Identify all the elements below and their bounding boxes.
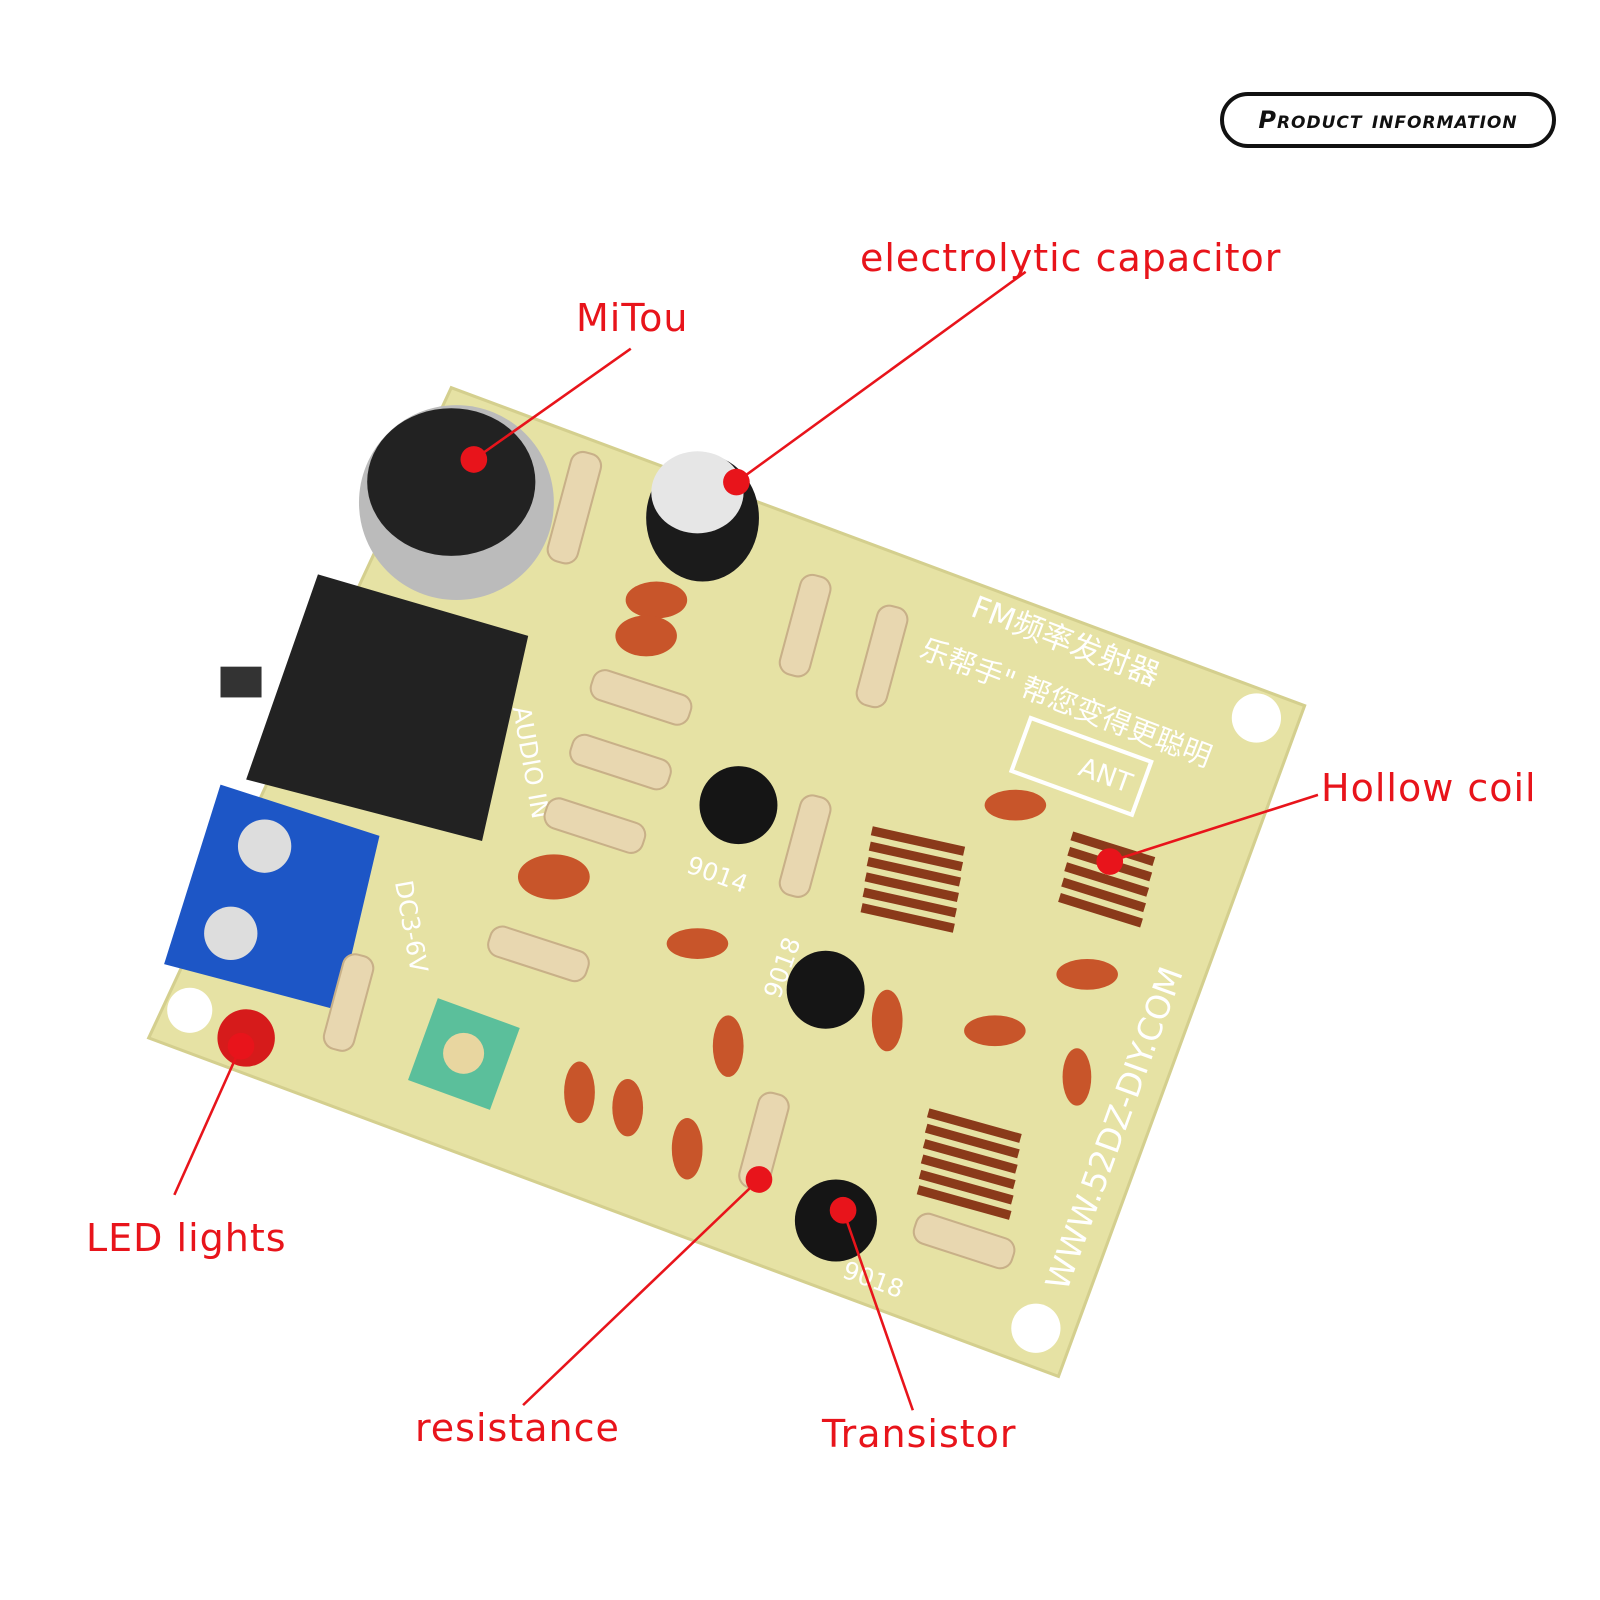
marker-dot bbox=[723, 468, 750, 496]
ceramic-capacitor bbox=[1056, 958, 1118, 990]
ceramic-capacitor bbox=[1062, 1048, 1092, 1106]
ceramic-capacitor bbox=[615, 615, 677, 657]
ceramic-capacitor bbox=[564, 1061, 595, 1124]
mount-hole bbox=[1231, 693, 1282, 743]
label-mitou: MiTou bbox=[576, 296, 689, 340]
resistor bbox=[855, 604, 909, 709]
audio-jack bbox=[246, 574, 529, 842]
resistor bbox=[778, 794, 832, 898]
label-hollow-coil: Hollow coil bbox=[1321, 766, 1537, 810]
ceramic-capacitor bbox=[871, 989, 903, 1052]
badge-label: Product information bbox=[1258, 106, 1518, 134]
marker-dot bbox=[460, 446, 488, 473]
resistor bbox=[569, 733, 672, 791]
ceramic-capacitor bbox=[666, 928, 729, 959]
label-led-lights: LED lights bbox=[86, 1216, 287, 1260]
jack-barrel bbox=[220, 666, 262, 698]
ceramic-capacitor bbox=[712, 1015, 744, 1077]
product-information-badge: Product information bbox=[1220, 92, 1556, 148]
label-transistor: Transistor bbox=[822, 1412, 1017, 1456]
resistor bbox=[912, 1212, 1016, 1270]
ceramic-capacitor bbox=[625, 581, 688, 619]
leader-line-capacitor bbox=[735, 270, 1027, 484]
ceramic-capacitor bbox=[984, 789, 1047, 821]
transistor bbox=[699, 766, 778, 845]
ceramic-capacitor bbox=[671, 1117, 703, 1180]
marker-dot bbox=[227, 1032, 255, 1060]
hollow-coil-l1 bbox=[860, 826, 966, 933]
microphone bbox=[367, 408, 536, 556]
leader-line-transistor bbox=[841, 1209, 915, 1411]
leader-line-coil bbox=[1109, 793, 1319, 863]
marker-dot bbox=[829, 1196, 857, 1224]
hollow-coil-l2 bbox=[916, 1108, 1022, 1220]
resistor bbox=[546, 450, 603, 565]
resistor bbox=[543, 797, 647, 854]
leader-line-led bbox=[173, 1045, 243, 1196]
ant-box bbox=[1008, 715, 1154, 818]
mount-hole bbox=[167, 987, 213, 1033]
mount-hole bbox=[1011, 1303, 1061, 1353]
ceramic-capacitor bbox=[964, 1015, 1026, 1047]
ceramic-capacitor bbox=[517, 854, 590, 900]
transistor bbox=[786, 950, 865, 1029]
label-electrolytic-capacitor: electrolytic capacitor bbox=[860, 236, 1282, 280]
leader-line-resistance bbox=[522, 1178, 760, 1407]
resistor bbox=[322, 953, 375, 1052]
leader-line-mitou bbox=[473, 347, 632, 461]
marker-dot bbox=[745, 1166, 773, 1193]
marker-dot bbox=[1096, 848, 1124, 875]
label-resistance: resistance bbox=[415, 1406, 620, 1450]
ceramic-capacitor bbox=[612, 1078, 644, 1137]
resistor bbox=[778, 573, 832, 678]
resistor bbox=[487, 925, 590, 983]
resistor bbox=[589, 669, 693, 726]
